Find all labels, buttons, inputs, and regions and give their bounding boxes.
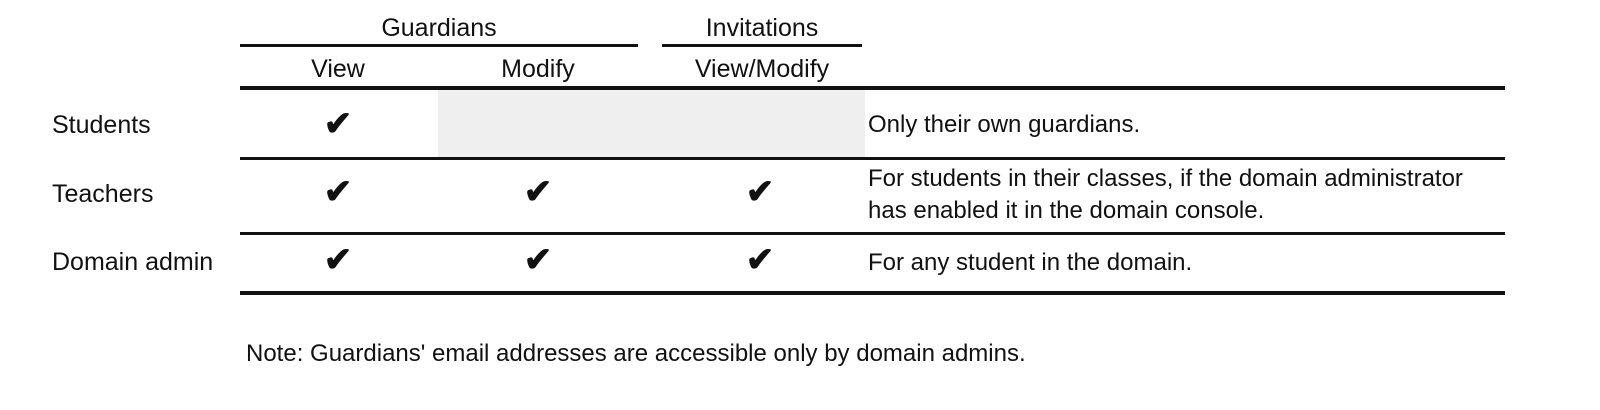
group-header-guardians: Guardians [381, 14, 497, 42]
group-rule-invitations [662, 44, 862, 47]
row-label-students: Students [52, 111, 151, 139]
table-rule-row-1 [240, 157, 1505, 160]
group-header-invitations: Invitations [705, 14, 819, 42]
column-header-guardians-view: View [311, 55, 365, 83]
table-footnote: Note: Guardians' email addresses are acc… [246, 340, 1026, 367]
check-icon-domain-admin-guardians-view: ✔ [323, 241, 353, 279]
check-icon-domain-admin-guardians-modify: ✔ [523, 241, 553, 279]
note-domain-admin: For any student in the domain. [868, 249, 1193, 276]
column-header-row: View Modify View/Modify [240, 54, 1505, 86]
row-label-teachers: Teachers [52, 180, 154, 208]
check-icon-teachers-guardians-modify: ✔ [523, 173, 553, 211]
column-header-guardians-modify: Modify [501, 55, 575, 83]
note-students: Only their own guardians. [868, 111, 1141, 138]
table-rule-header [240, 86, 1505, 90]
shaded-unavailable-cells [438, 90, 865, 157]
check-icon-teachers-invitations-view-modify: ✔ [745, 173, 775, 211]
table-rule-row-2 [240, 232, 1505, 235]
check-icon-domain-admin-invitations-view-modify: ✔ [745, 241, 775, 279]
group-rule-guardians [240, 44, 638, 47]
check-icon-students-guardians-view: ✔ [323, 105, 353, 143]
group-header-row: Guardians Invitations [240, 12, 1505, 46]
table-rule-bottom [240, 291, 1505, 295]
column-header-invitations-view-modify: View/Modify [694, 55, 830, 83]
note-teachers: For students in their classes, if the do… [868, 165, 1463, 224]
check-icon-teachers-guardians-view: ✔ [323, 173, 353, 211]
row-label-domain-admin: Domain admin [52, 248, 214, 276]
